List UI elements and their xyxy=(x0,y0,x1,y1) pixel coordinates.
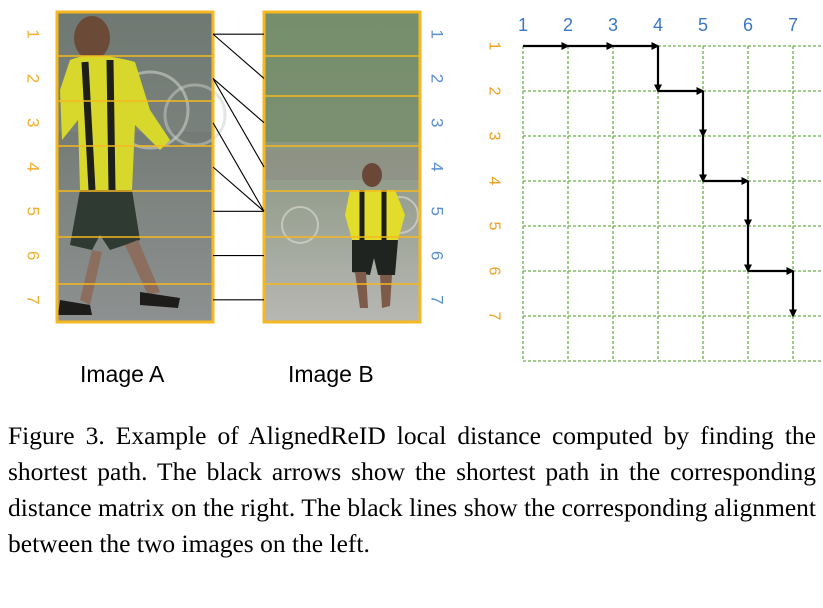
matrix-row-label: 4 xyxy=(486,177,503,186)
matrix-column-label: 5 xyxy=(698,15,708,35)
image-b-label: Image B xyxy=(288,361,374,387)
matrix-column-label: 4 xyxy=(653,15,663,35)
image-b-stripe-numbers: 1 2 3 4 5 6 7 xyxy=(428,29,447,304)
image-a-photo xyxy=(55,10,227,324)
stripe-number-a: 6 xyxy=(24,251,43,260)
alignment-line xyxy=(212,78,265,124)
shortest-path-arrows xyxy=(523,42,797,318)
matrix-row-label: 5 xyxy=(486,222,503,231)
image-b-stripes xyxy=(264,55,420,285)
stripe-number-a: 5 xyxy=(24,207,43,216)
stripe-number-a: 7 xyxy=(24,295,43,304)
stripe-number-b: 4 xyxy=(428,162,447,171)
stripe-number-a: 4 xyxy=(24,162,43,171)
figure-caption: Figure 3. Example of AlignedReID local d… xyxy=(8,421,816,558)
image-a-label: Image A xyxy=(80,361,165,387)
figure-canvas: 1 2 3 4 5 6 7 1 2 3 4 5 6 7 1 2 3 4 5 6 7 1 2 3 4 5 6 7 xyxy=(24,10,823,362)
matrix-row-labels: 1 2 3 4 5 6 7 xyxy=(486,42,503,321)
image-b-photo xyxy=(262,10,422,324)
stripe-number-b: 1 xyxy=(428,29,447,38)
matrix-row-label: 6 xyxy=(486,267,503,276)
matrix-column-labels: 1 2 3 4 5 6 7 xyxy=(518,15,798,35)
matrix-row-label: 7 xyxy=(486,312,503,321)
matrix-column-label: 2 xyxy=(563,15,573,35)
matrix-row-label: 1 xyxy=(486,42,503,51)
stripe-number-a: 1 xyxy=(24,29,43,38)
alignment-lines xyxy=(212,33,265,301)
stripe-number-b: 5 xyxy=(428,207,447,216)
stripe-number-b: 6 xyxy=(428,251,447,260)
image-a-stripes xyxy=(57,55,213,285)
stripe-number-b: 2 xyxy=(428,74,447,83)
stripe-number-a: 2 xyxy=(24,74,43,83)
image-a-stripe-numbers: 1 2 3 4 5 6 7 xyxy=(24,29,43,304)
matrix-grid xyxy=(522,45,823,362)
alignment-line xyxy=(212,122,265,212)
stripe-number-b: 3 xyxy=(428,118,447,127)
matrix-column-label: 7 xyxy=(788,15,798,35)
alignment-line xyxy=(212,33,265,79)
matrix-row-label: 3 xyxy=(486,132,503,141)
alignment-line xyxy=(212,78,265,168)
alignment-line xyxy=(212,166,265,212)
matrix-column-label: 3 xyxy=(608,15,618,35)
stripe-number-a: 3 xyxy=(24,118,43,127)
stripe-number-b: 7 xyxy=(428,295,447,304)
matrix-row-label: 2 xyxy=(486,87,503,96)
matrix-column-label: 1 xyxy=(518,15,528,35)
distance-matrix: 1 2 3 4 5 6 7 1 2 3 4 5 6 7 xyxy=(486,15,823,362)
matrix-column-label: 6 xyxy=(743,15,753,35)
